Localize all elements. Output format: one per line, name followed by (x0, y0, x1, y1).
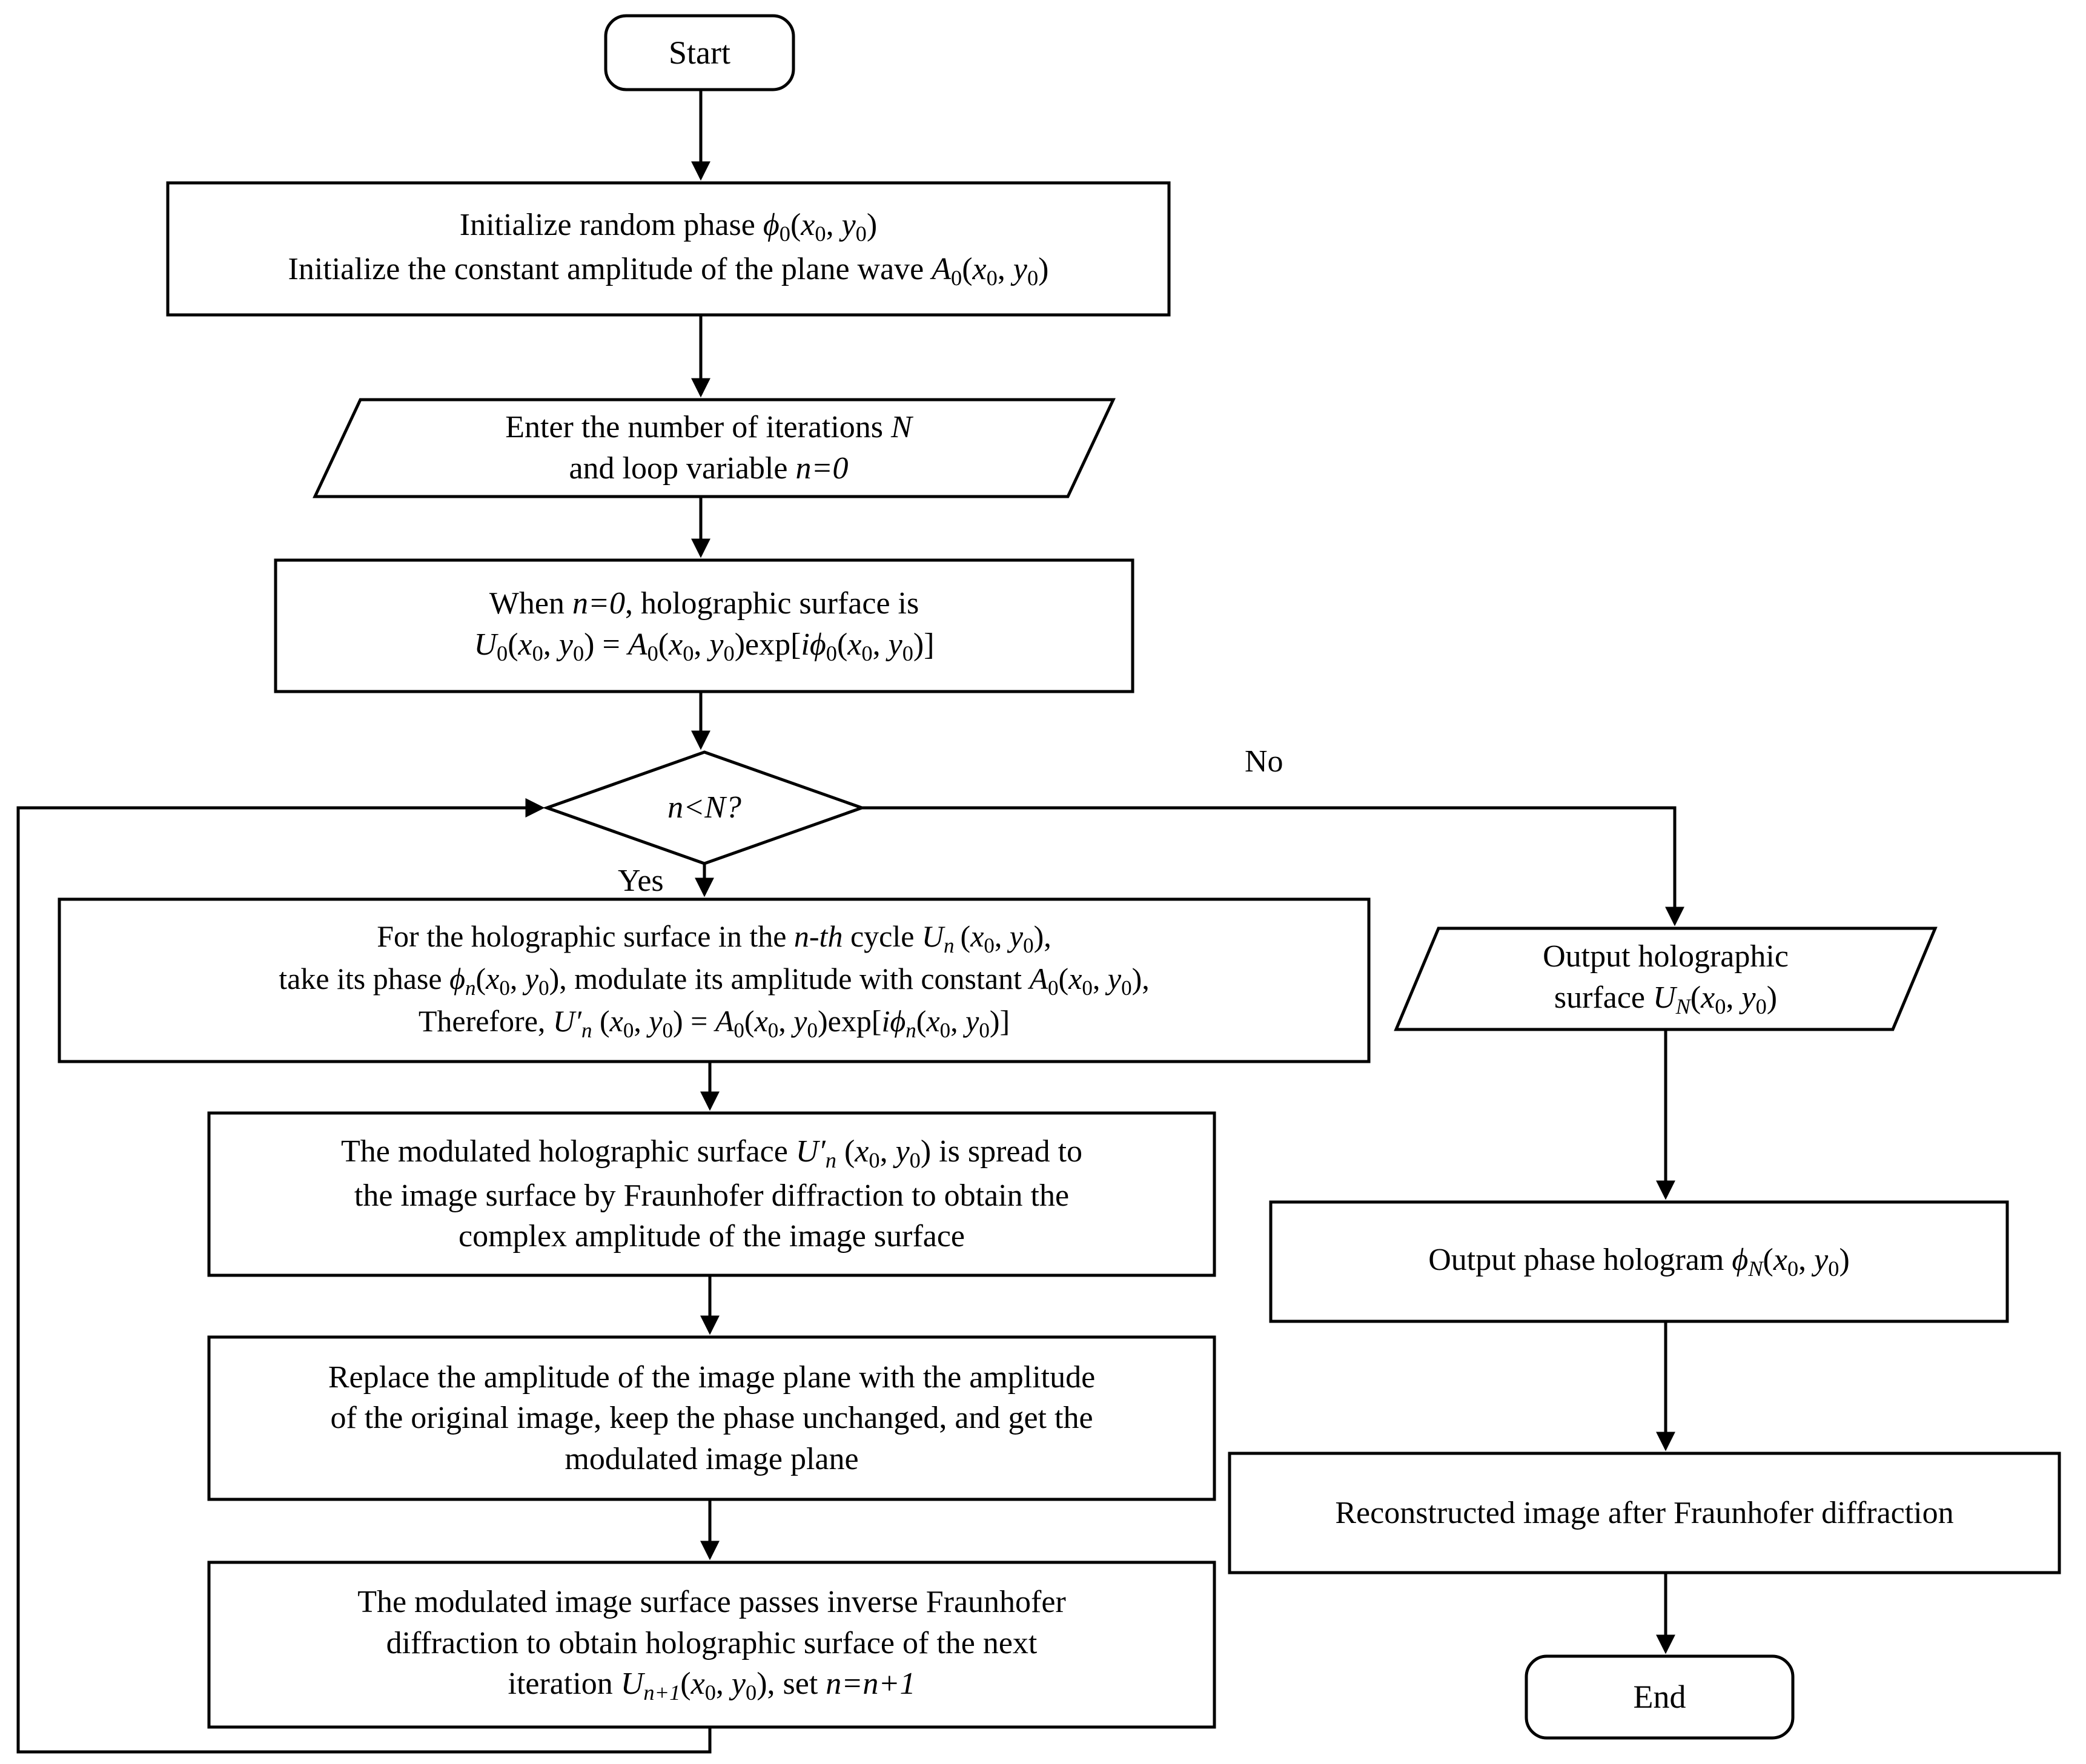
node-inverse-shape (207, 1561, 1216, 1729)
node-init-shape (166, 181, 1171, 317)
edge-label-no: No (1245, 744, 1283, 779)
node-output-surface-shape (1394, 927, 1938, 1031)
node-input-iterations-shape (313, 398, 1116, 498)
node-start-shape (604, 14, 795, 91)
node-reconstructed-shape (1228, 1452, 2061, 1574)
edge-label-yes: Yes (618, 864, 664, 898)
node-when-n0-shape (274, 558, 1134, 693)
node-modulate-shape (58, 897, 1371, 1063)
edge-loop-back (16, 798, 712, 1754)
node-replace-shape (207, 1335, 1216, 1501)
edge-decision-no-to-output (862, 806, 1685, 927)
node-output-phase-shape (1269, 1200, 2009, 1323)
node-end-shape (1525, 1654, 1795, 1740)
node-decision-shape (542, 750, 867, 865)
node-spread-shape (207, 1111, 1216, 1277)
